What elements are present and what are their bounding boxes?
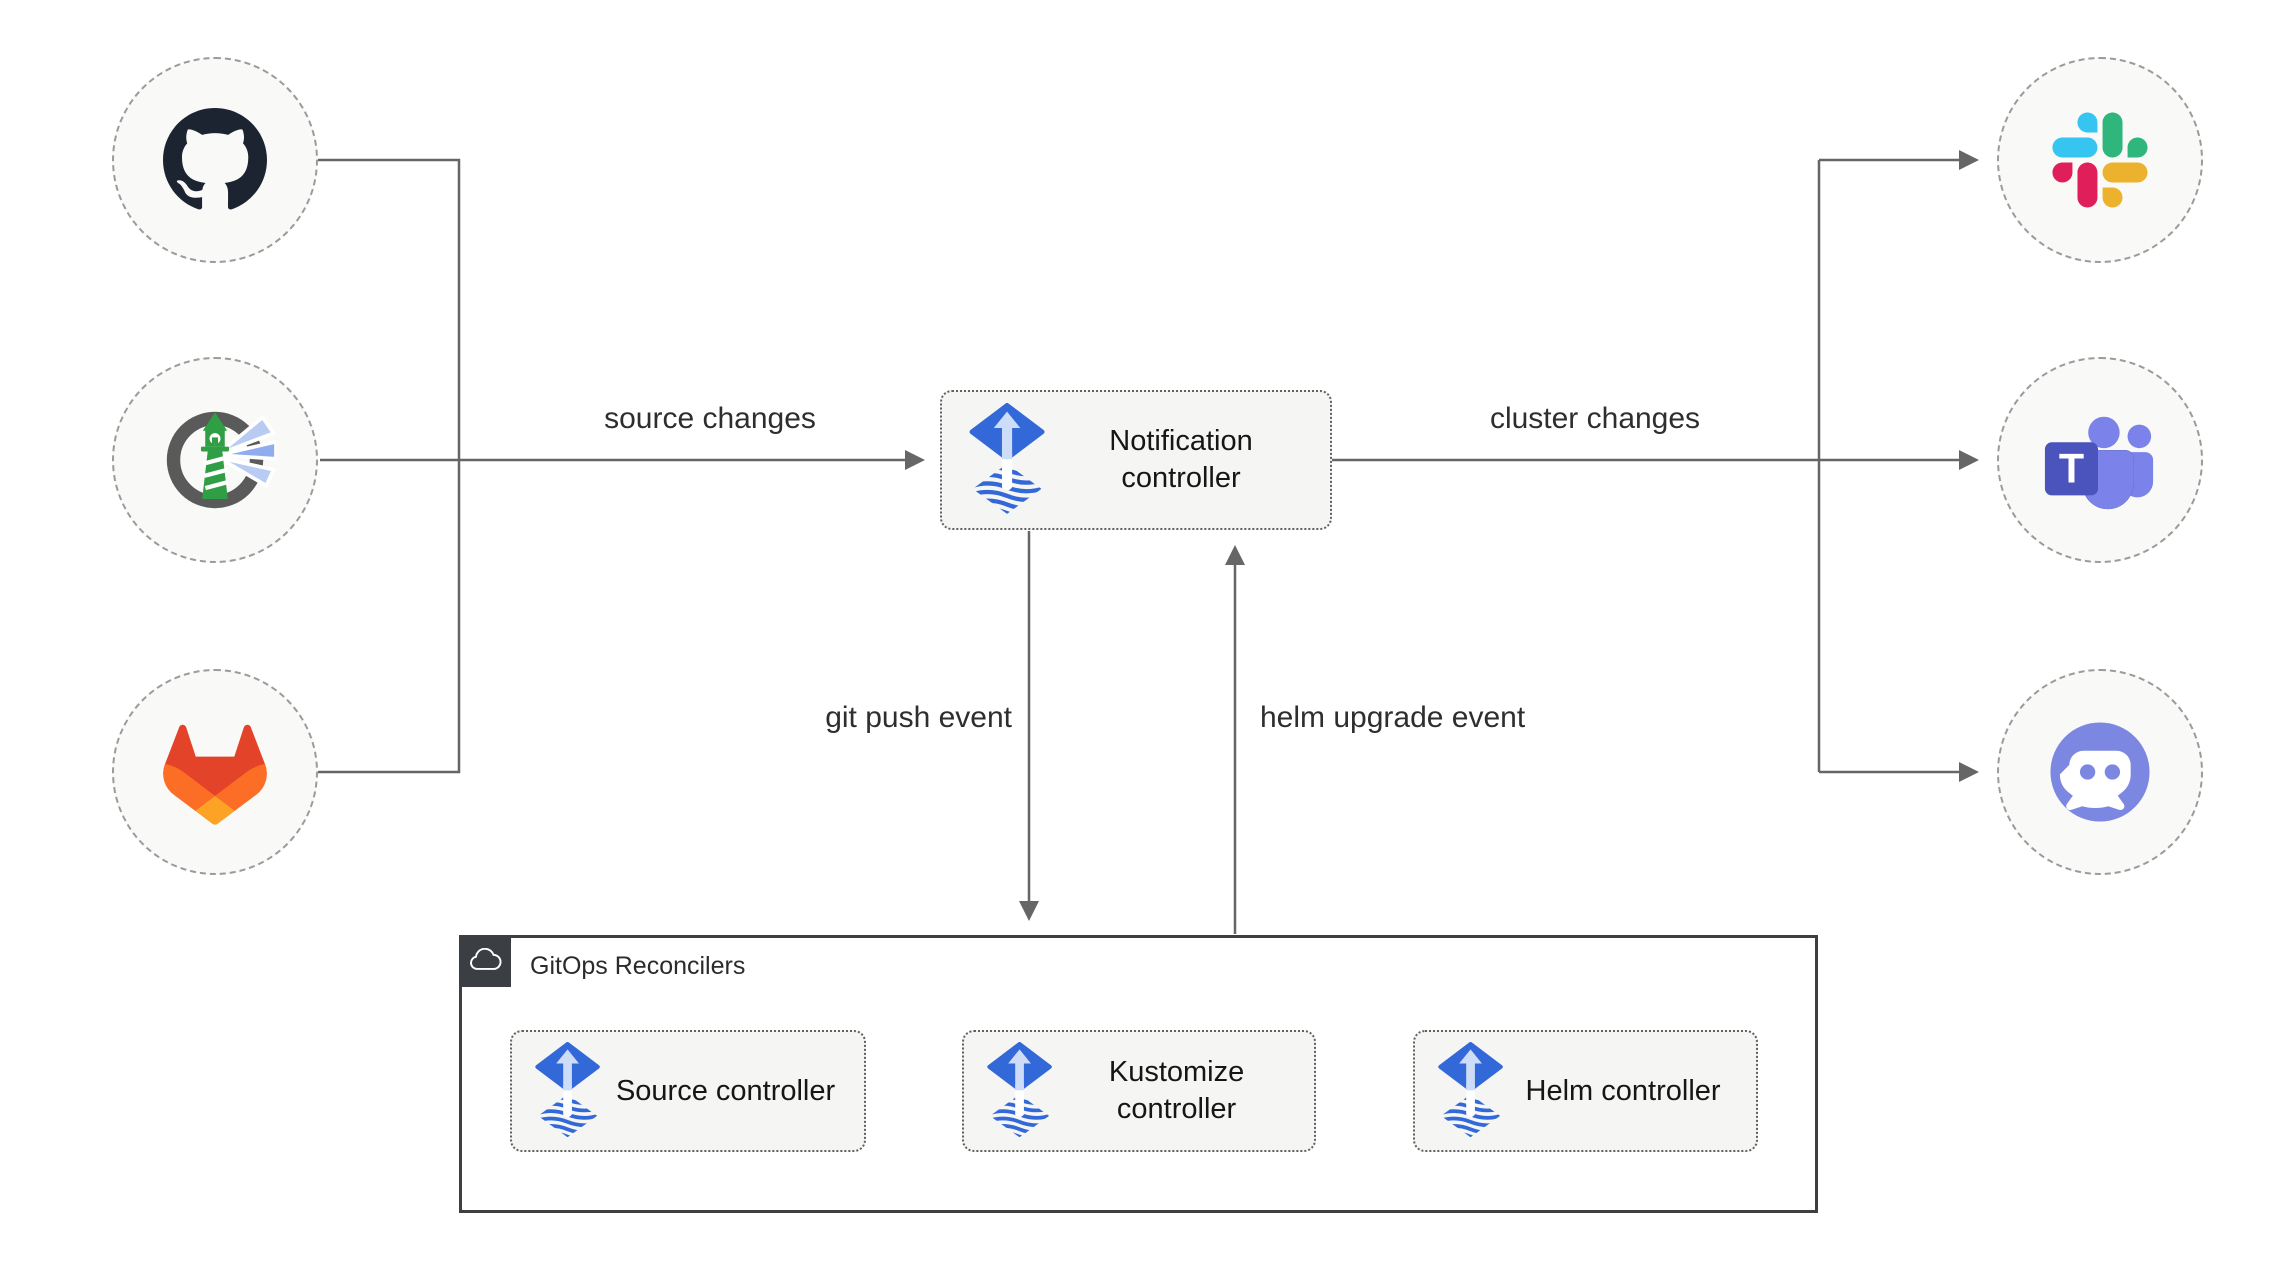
flux-icon — [1438, 1042, 1503, 1138]
helm-controller-box: Helm controller — [1413, 1030, 1758, 1152]
notification-controller-label: Notification controller — [1109, 425, 1253, 494]
group-title: GitOps Reconcilers — [530, 952, 746, 980]
flux-icon-slot — [1437, 1042, 1504, 1140]
connector-notification-to-right-tree — [1332, 160, 1821, 772]
flux-icon — [969, 403, 1045, 514]
edge-label-source-changes: source changes — [604, 402, 816, 435]
source-controller-box: Source controller — [510, 1030, 866, 1152]
flux-icon — [987, 1042, 1052, 1138]
harbor-icon — [166, 411, 276, 509]
microsoft-teams-icon: T — [2044, 416, 2154, 510]
github-node — [112, 57, 318, 263]
flux-icon-slot — [534, 1042, 601, 1140]
edge-label-git-push-event: git push event — [825, 701, 1012, 734]
harbor-node — [112, 357, 318, 563]
kustomize-controller-label: Kustomize controller — [1108, 1056, 1245, 1125]
edge-label-cluster-changes: cluster changes — [1489, 402, 1701, 435]
helm-controller-label: Helm controller — [1525, 1074, 1721, 1107]
flux-icon-slot — [968, 403, 1046, 517]
slack-icon — [2052, 112, 2148, 208]
teams-node: T — [1997, 357, 2203, 563]
discord-node — [1997, 669, 2203, 875]
teams-logo-letter: T — [2059, 446, 2084, 492]
group-badge — [459, 935, 511, 987]
notification-controller-box: Notification controller — [940, 390, 1332, 530]
kustomize-controller-box: Kustomize controller — [962, 1030, 1316, 1152]
connector-left-tree — [318, 158, 461, 774]
slack-node — [1997, 57, 2203, 263]
source-controller-label: Source controller — [615, 1074, 836, 1107]
gitlab-node — [112, 669, 318, 875]
github-icon — [163, 108, 267, 210]
flux-icon — [535, 1042, 600, 1138]
discord-icon — [2050, 722, 2150, 822]
edge-label-helm-upgrade-event: helm upgrade event — [1260, 701, 1526, 734]
flux-icon-slot — [986, 1042, 1053, 1140]
gitlab-icon — [163, 724, 267, 825]
cloud-icon — [470, 948, 502, 970]
